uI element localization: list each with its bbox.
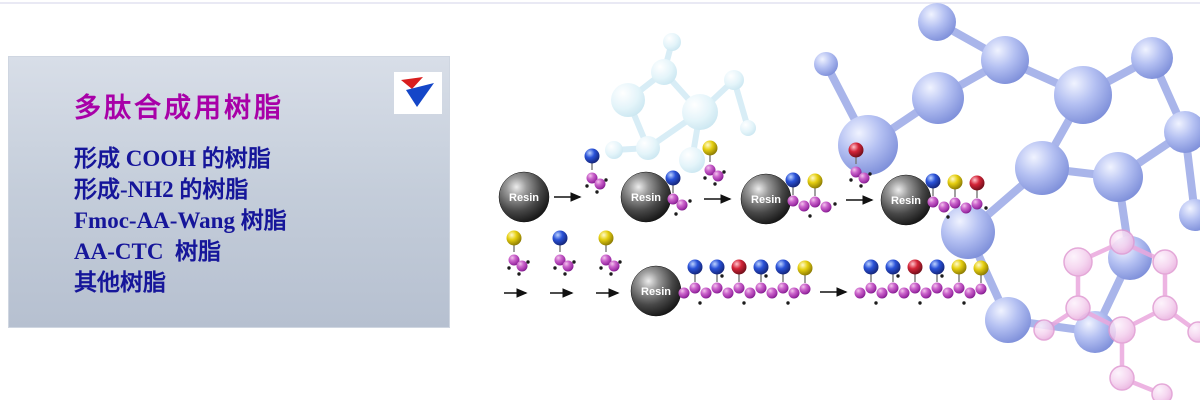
peptide-chain [924, 172, 988, 219]
top-divider [0, 2, 1200, 4]
amino-acid-blue [552, 230, 576, 276]
resin-sphere [880, 174, 932, 226]
menu-item-aa-ctc[interactable]: AA-CTC 树脂 [74, 239, 221, 264]
bg-molecule-cyan [605, 33, 756, 173]
company-logo [394, 72, 442, 114]
resin-sphere [740, 173, 792, 225]
amino-acid-yellow [506, 230, 530, 276]
menu-item-nh2-resin[interactable]: 形成-NH2 的树脂 [74, 177, 249, 202]
amino-acid-blue [584, 148, 608, 194]
resin-sphere [620, 171, 672, 223]
resin-menu: 形成 COOH 的树脂 形成-NH2 的树脂 Fmoc-AA-Wang 树脂 A… [74, 143, 450, 298]
spps-row-2 [504, 230, 990, 317]
menu-item-fmoc-aa-wang[interactable]: Fmoc-AA-Wang 树脂 [74, 208, 287, 233]
peptide-chain [664, 169, 692, 216]
amino-acid-yellow [598, 230, 622, 276]
resin-sphere [630, 265, 682, 317]
peptide-chain-long [678, 258, 814, 305]
amino-acid-yellow [702, 140, 726, 186]
spps-row-1 [498, 140, 988, 226]
panel-title: 多肽合成用树脂 [74, 93, 284, 123]
amino-acid-red [848, 142, 872, 188]
bg-molecule-pink [1033, 229, 1200, 400]
menu-item-cooh-resin[interactable]: 形成 COOH 的树脂 [74, 146, 271, 171]
peptide-chain [784, 171, 837, 218]
bg-molecule-blue [814, 3, 1200, 353]
brand-triangle-logo-icon [401, 77, 434, 107]
peptide-chain-cleaved [854, 258, 990, 305]
menu-item-other-resins[interactable]: 其他树脂 [74, 270, 166, 295]
resin-sphere [498, 171, 550, 223]
left-menu-panel: 多肽合成用树脂 形成 COOH 的树脂 形成-NH2 的树脂 Fmoc-AA-W… [8, 56, 450, 328]
